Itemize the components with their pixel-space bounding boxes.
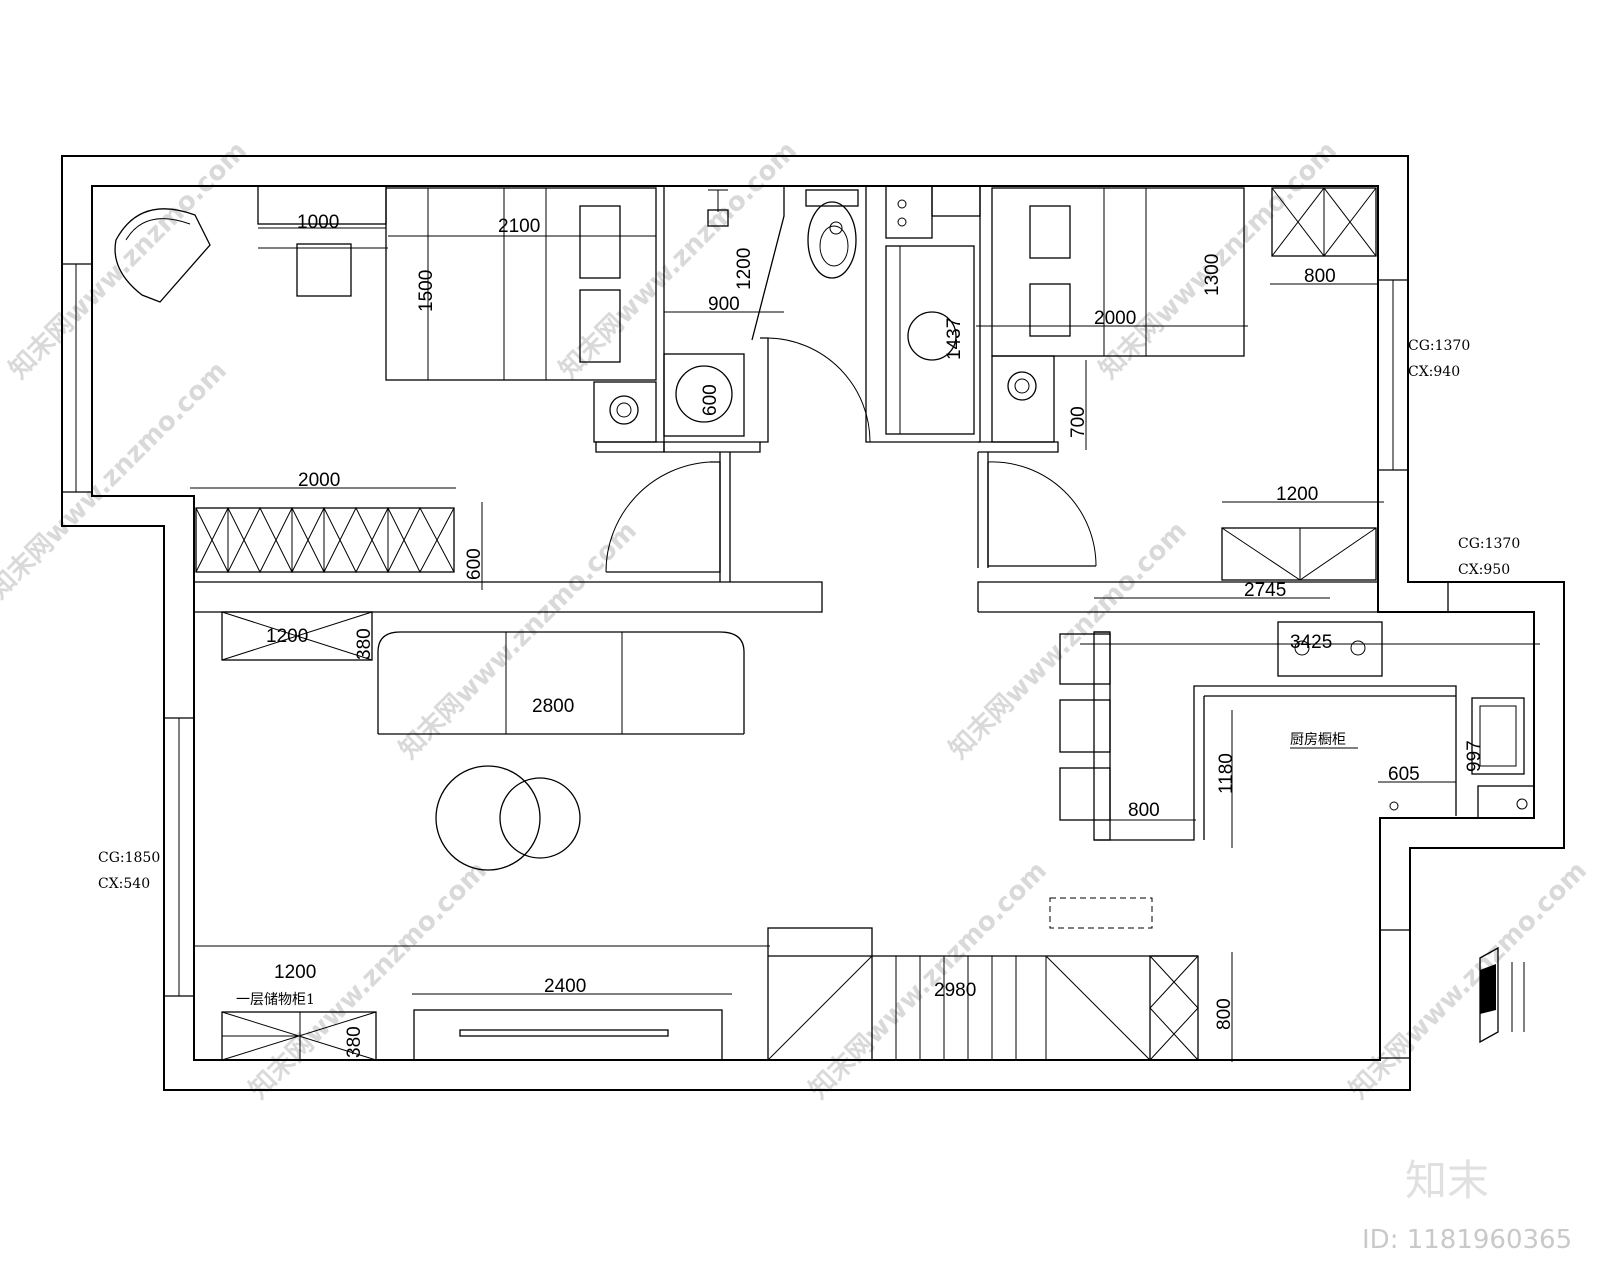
sink — [907, 311, 957, 361]
dim-label: 380 — [344, 1026, 365, 1058]
nightstand — [593, 381, 657, 443]
note-cg: CG:1850 — [98, 850, 160, 866]
bed-left — [385, 187, 657, 381]
dim-label: 1200 — [266, 626, 308, 647]
dim-label: 800 — [1214, 998, 1235, 1030]
dim-label: 2980 — [934, 980, 976, 1001]
tv-cabinet — [413, 1009, 723, 1061]
kitchen-sink — [1471, 697, 1525, 775]
exterior-walls — [61, 155, 1565, 1091]
dim-label: 2000 — [298, 470, 340, 491]
dim-label: 2000 — [1094, 308, 1136, 329]
coffee-table — [435, 765, 541, 871]
dim-label: 2400 — [544, 976, 586, 997]
pillow — [579, 289, 621, 363]
document-id: ID: 1181960365 — [1362, 1225, 1572, 1255]
dim-label: 700 — [1068, 406, 1089, 438]
dim-label: 1500 — [416, 270, 437, 312]
bar-stool — [1059, 767, 1111, 821]
wardrobe-left: 2000 600 — [190, 470, 485, 590]
vanity-counter — [885, 245, 975, 435]
sofa — [377, 631, 745, 734]
bathroom-door — [760, 337, 769, 443]
watermark-text: 知末网www.znzmo.com — [4, 136, 253, 385]
dim-label: 1200 — [1276, 484, 1318, 505]
kitchen-cabinet-label: 厨房橱柜 — [1290, 732, 1346, 748]
window-notes: CG:1370 CX:940 CG:1370 CX:950 CG:1850 CX… — [98, 338, 1520, 892]
dim-label: 380 — [354, 628, 375, 660]
dim-label: 2745 — [1244, 580, 1286, 601]
bar-stool — [1059, 699, 1111, 753]
dim-label: 2100 — [498, 216, 540, 237]
brand-logo-text: 知末 — [1405, 1156, 1489, 1205]
staircase: 2980 800 — [767, 897, 1235, 1062]
nightstand — [991, 355, 1055, 443]
shoe-cabinet-label: 一层储物柜1 — [236, 992, 315, 1008]
coffee-table — [499, 777, 581, 859]
watermark-text: 知末网www.znzmo.com — [394, 516, 643, 765]
bathroom: 900 1200 600 1437 — [663, 185, 981, 443]
bed-right — [991, 187, 1245, 357]
lounge-chair — [114, 208, 211, 303]
dim-label: 900 — [708, 294, 740, 315]
note-cg: CG:1370 — [1458, 536, 1520, 552]
dim-label: 1200 — [734, 248, 755, 290]
dim-label: 3425 — [1290, 632, 1332, 653]
cabinet-top-left — [221, 611, 373, 661]
bedroom-right-door — [987, 462, 1096, 567]
note-cg: CG:1370 — [1408, 338, 1470, 354]
watermark-text: 知末网www.znzmo.com — [944, 516, 1193, 765]
toilet-tank — [805, 189, 859, 207]
dim-label: 1180 — [1216, 753, 1237, 794]
dim-label: 600 — [464, 548, 485, 580]
watermark-text: 知末网www.znzmo.com — [554, 136, 803, 385]
tv — [459, 1029, 669, 1037]
watermark-text: 知末网www.znzmo.com — [804, 856, 1053, 1105]
bar-stool — [1059, 633, 1111, 685]
corner-cabinet — [1477, 785, 1535, 819]
bedroom-right: 2000 1300 700 800 1200 — [976, 187, 1384, 581]
vanity — [885, 185, 933, 239]
note-cx: CX:950 — [1458, 562, 1510, 578]
toilet — [807, 201, 857, 279]
desk-chair — [296, 243, 352, 297]
bedroom-left: 1000 2100 1500 — [114, 185, 657, 443]
dim-label: 800 — [1304, 266, 1336, 287]
cooktop — [1277, 621, 1383, 677]
pillow — [1029, 283, 1071, 337]
living-room: 1200 380 2800 1200 一层储物柜1 380 2400 — [194, 611, 770, 1061]
watermark-text: 知末网www.znzmo.com — [1344, 856, 1593, 1105]
dim-label: 600 — [700, 384, 721, 416]
note-cx: CX:540 — [98, 876, 150, 892]
dim-label: 1437 — [944, 318, 965, 360]
stair-landing-outline — [1049, 897, 1153, 929]
wardrobe-right-bottom — [1221, 527, 1377, 581]
note-cx: CX:940 — [1408, 364, 1460, 380]
dim-label: 1000 — [297, 212, 339, 233]
dim-label: 2800 — [532, 696, 574, 717]
washing-machine — [675, 365, 733, 423]
dim-label: 1300 — [1202, 254, 1223, 296]
bedroom-left-door — [606, 461, 721, 573]
kitchen: 2745 3425 1180 800 厨房橱柜 605 997 — [1059, 580, 1540, 848]
pillow — [1029, 205, 1071, 259]
floor-drain — [707, 209, 729, 227]
dim-label: 997 — [1464, 740, 1485, 772]
dim-label: 1200 — [274, 962, 316, 983]
dim-label: 800 — [1128, 800, 1160, 821]
dim-label: 605 — [1388, 764, 1420, 785]
entrance-marker — [1479, 946, 1525, 1044]
kitchen-island — [1094, 631, 1457, 841]
pillow — [579, 205, 621, 279]
interior-walls — [194, 186, 1534, 613]
